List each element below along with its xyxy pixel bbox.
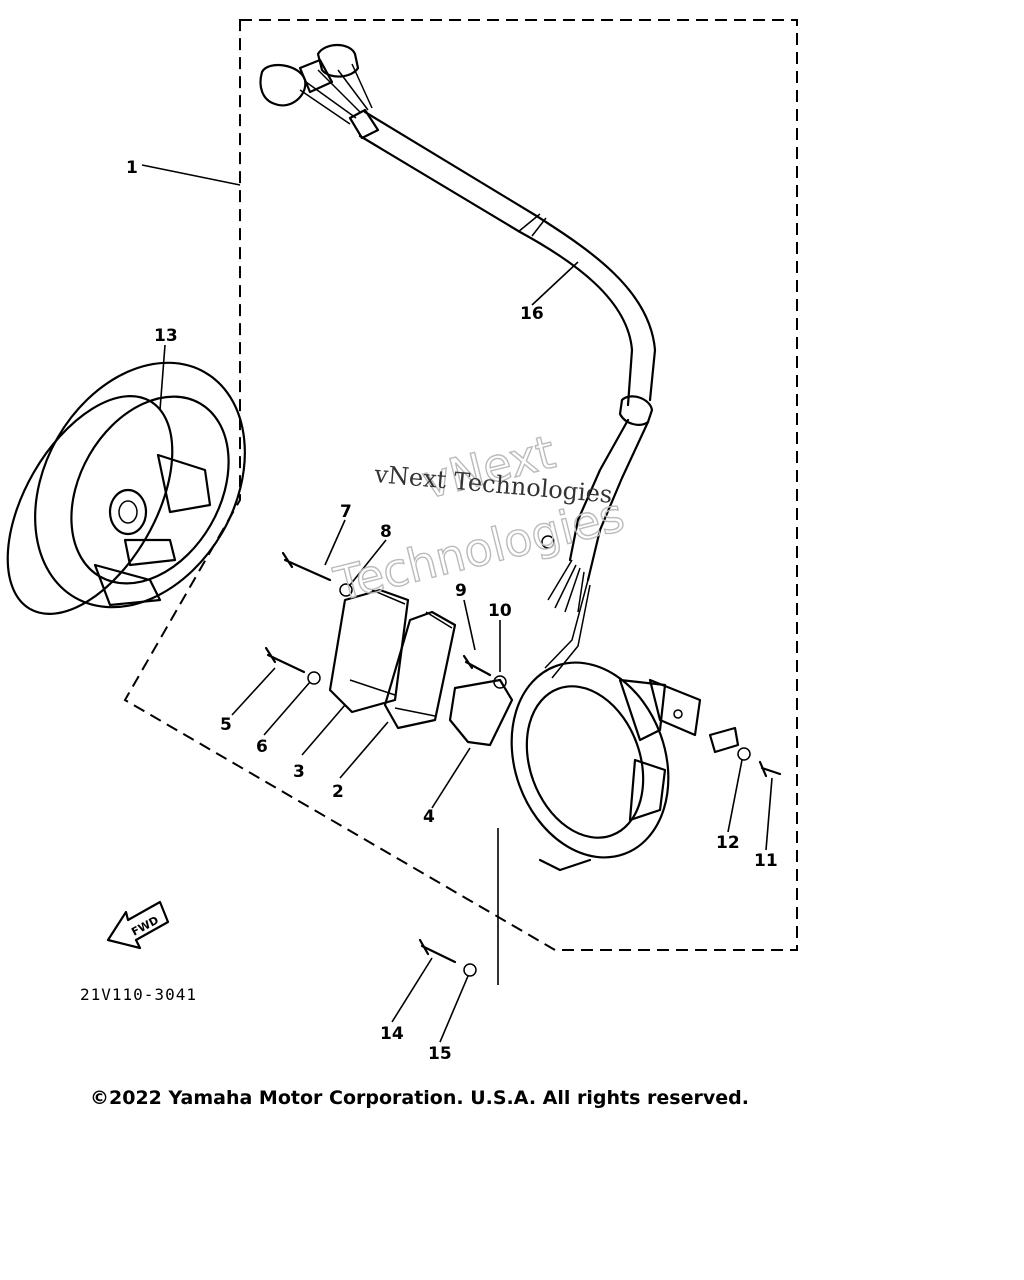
washer-10 bbox=[493, 675, 507, 689]
copyright-notice: ©2022 Yamaha Motor Corporation. U.S.A. A… bbox=[90, 1087, 749, 1109]
pulser-coil bbox=[383, 610, 457, 730]
fwd-arrow-icon: FWD bbox=[106, 900, 170, 950]
assembly-boundary bbox=[123, 19, 798, 951]
figure-reference: 21V110-3041 bbox=[80, 985, 197, 1004]
callout-9: 9 bbox=[455, 581, 467, 601]
callout-14: 14 bbox=[380, 1024, 404, 1044]
callout-2: 2 bbox=[332, 782, 344, 802]
bolt-11 bbox=[758, 760, 782, 778]
callout-6: 6 bbox=[256, 737, 268, 757]
callout-12: 12 bbox=[716, 833, 740, 853]
bolt-9 bbox=[462, 654, 492, 677]
washer-12 bbox=[737, 747, 751, 761]
callout-13: 13 bbox=[154, 326, 178, 346]
washer-15 bbox=[463, 963, 477, 977]
washer-6 bbox=[307, 671, 321, 685]
callout-11: 11 bbox=[754, 851, 778, 871]
washer-8 bbox=[339, 583, 353, 597]
bolt-7 bbox=[281, 551, 332, 582]
wiring-harness bbox=[259, 43, 657, 679]
callout-1: 1 bbox=[126, 158, 138, 178]
callout-15: 15 bbox=[428, 1044, 452, 1064]
callout-3: 3 bbox=[293, 762, 305, 782]
flywheel bbox=[6, 361, 246, 615]
stator-base bbox=[510, 661, 740, 872]
lighting-coil-bracket bbox=[448, 678, 514, 747]
charge-coil bbox=[328, 588, 410, 714]
bolt-14 bbox=[418, 938, 457, 964]
callout-7: 7 bbox=[340, 502, 352, 522]
bolt-5 bbox=[264, 646, 306, 674]
callout-4: 4 bbox=[423, 807, 435, 827]
callout-8: 8 bbox=[380, 522, 392, 542]
callout-10: 10 bbox=[488, 601, 512, 621]
leader-lines bbox=[141, 164, 773, 1043]
callout-5: 5 bbox=[220, 715, 232, 735]
callout-16: 16 bbox=[520, 304, 544, 324]
